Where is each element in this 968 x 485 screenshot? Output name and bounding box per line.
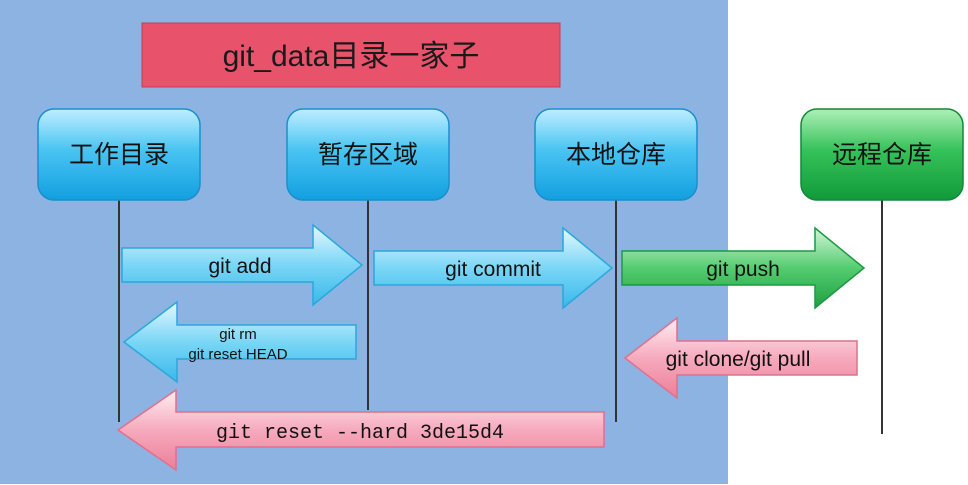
arrow-git-commit: git commit: [373, 226, 614, 310]
label-git-reset-hard: git reset --hard 3de15d4: [216, 422, 504, 445]
arrow-git-clone-pull: git clone/git pull: [623, 316, 858, 400]
arrow-git-rm-reset-head: git rm git reset HEAD: [122, 300, 357, 384]
stage-box-remote-repo: 远程仓库: [800, 108, 964, 201]
stage-label-staging: 暂存区域: [318, 141, 418, 169]
stage-label-remote-repo: 远程仓库: [832, 141, 932, 169]
title-box: [141, 22, 561, 88]
arrow-git-reset-hard: git reset --hard 3de15d4: [116, 388, 605, 472]
stage-box-staging: 暂存区域: [286, 108, 450, 201]
label-git-reset-head: git reset HEAD: [188, 346, 287, 363]
arrow-git-add: git add: [121, 223, 364, 307]
arrow-git-push: git push: [621, 226, 866, 310]
label-git-commit: git commit: [445, 258, 541, 281]
stage-box-local-repo: 本地仓库: [534, 108, 698, 201]
stage-label-local-repo: 本地仓库: [566, 141, 666, 169]
label-git-clone-pull: git clone/git pull: [666, 348, 811, 371]
stage-box-workdir: 工作目录: [37, 108, 201, 201]
label-git-add: git add: [208, 255, 271, 278]
page-title: git_data目录一家子: [223, 40, 480, 73]
label-git-rm: git rm: [219, 326, 257, 343]
stage-label-workdir: 工作目录: [69, 141, 169, 169]
label-git-push: git push: [706, 258, 780, 281]
